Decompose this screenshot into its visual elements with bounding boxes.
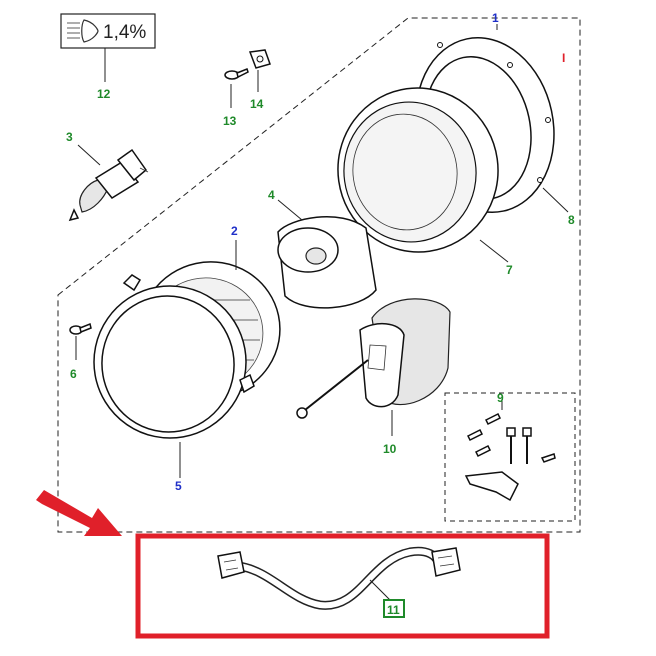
assembly-boundary [57, 17, 581, 533]
retaining-rim-5 [93, 274, 255, 439]
dust-cover-4 [277, 216, 377, 309]
legend-value: 1,4% [103, 22, 146, 43]
arrow-pointer-icon [36, 490, 122, 536]
screw-13 [224, 68, 249, 80]
callout-1: 1 [492, 11, 499, 25]
callout-8: 8 [568, 213, 575, 227]
callout-12: 12 [97, 87, 111, 101]
callout-10: 10 [383, 442, 397, 456]
fixing-kit-9 [444, 392, 576, 522]
clip-nut-14 [248, 49, 271, 69]
headlamp-beam-icon [67, 19, 99, 43]
callout-11: 11 [387, 603, 400, 617]
wiring-harness-11 [217, 546, 461, 610]
callout-3: 3 [66, 130, 73, 144]
legend-box: 1,4% [60, 13, 156, 49]
callout-9: 9 [497, 391, 504, 405]
bulb-3 [68, 148, 149, 222]
marker-label: I [562, 51, 565, 65]
callout-14: 14 [250, 97, 264, 111]
callout-13: 13 [223, 114, 237, 128]
callout-5: 5 [175, 479, 182, 493]
callout-2: 2 [231, 224, 238, 238]
connector-boot-10 [296, 298, 451, 419]
headlamp-bowl-7 [337, 87, 499, 253]
callout-6: 6 [70, 367, 77, 381]
callout-11-box [383, 599, 405, 618]
callout-4: 4 [268, 188, 275, 202]
harness-highlight-box [135, 533, 550, 639]
screw-6 [69, 322, 92, 335]
callout-7: 7 [506, 263, 513, 277]
